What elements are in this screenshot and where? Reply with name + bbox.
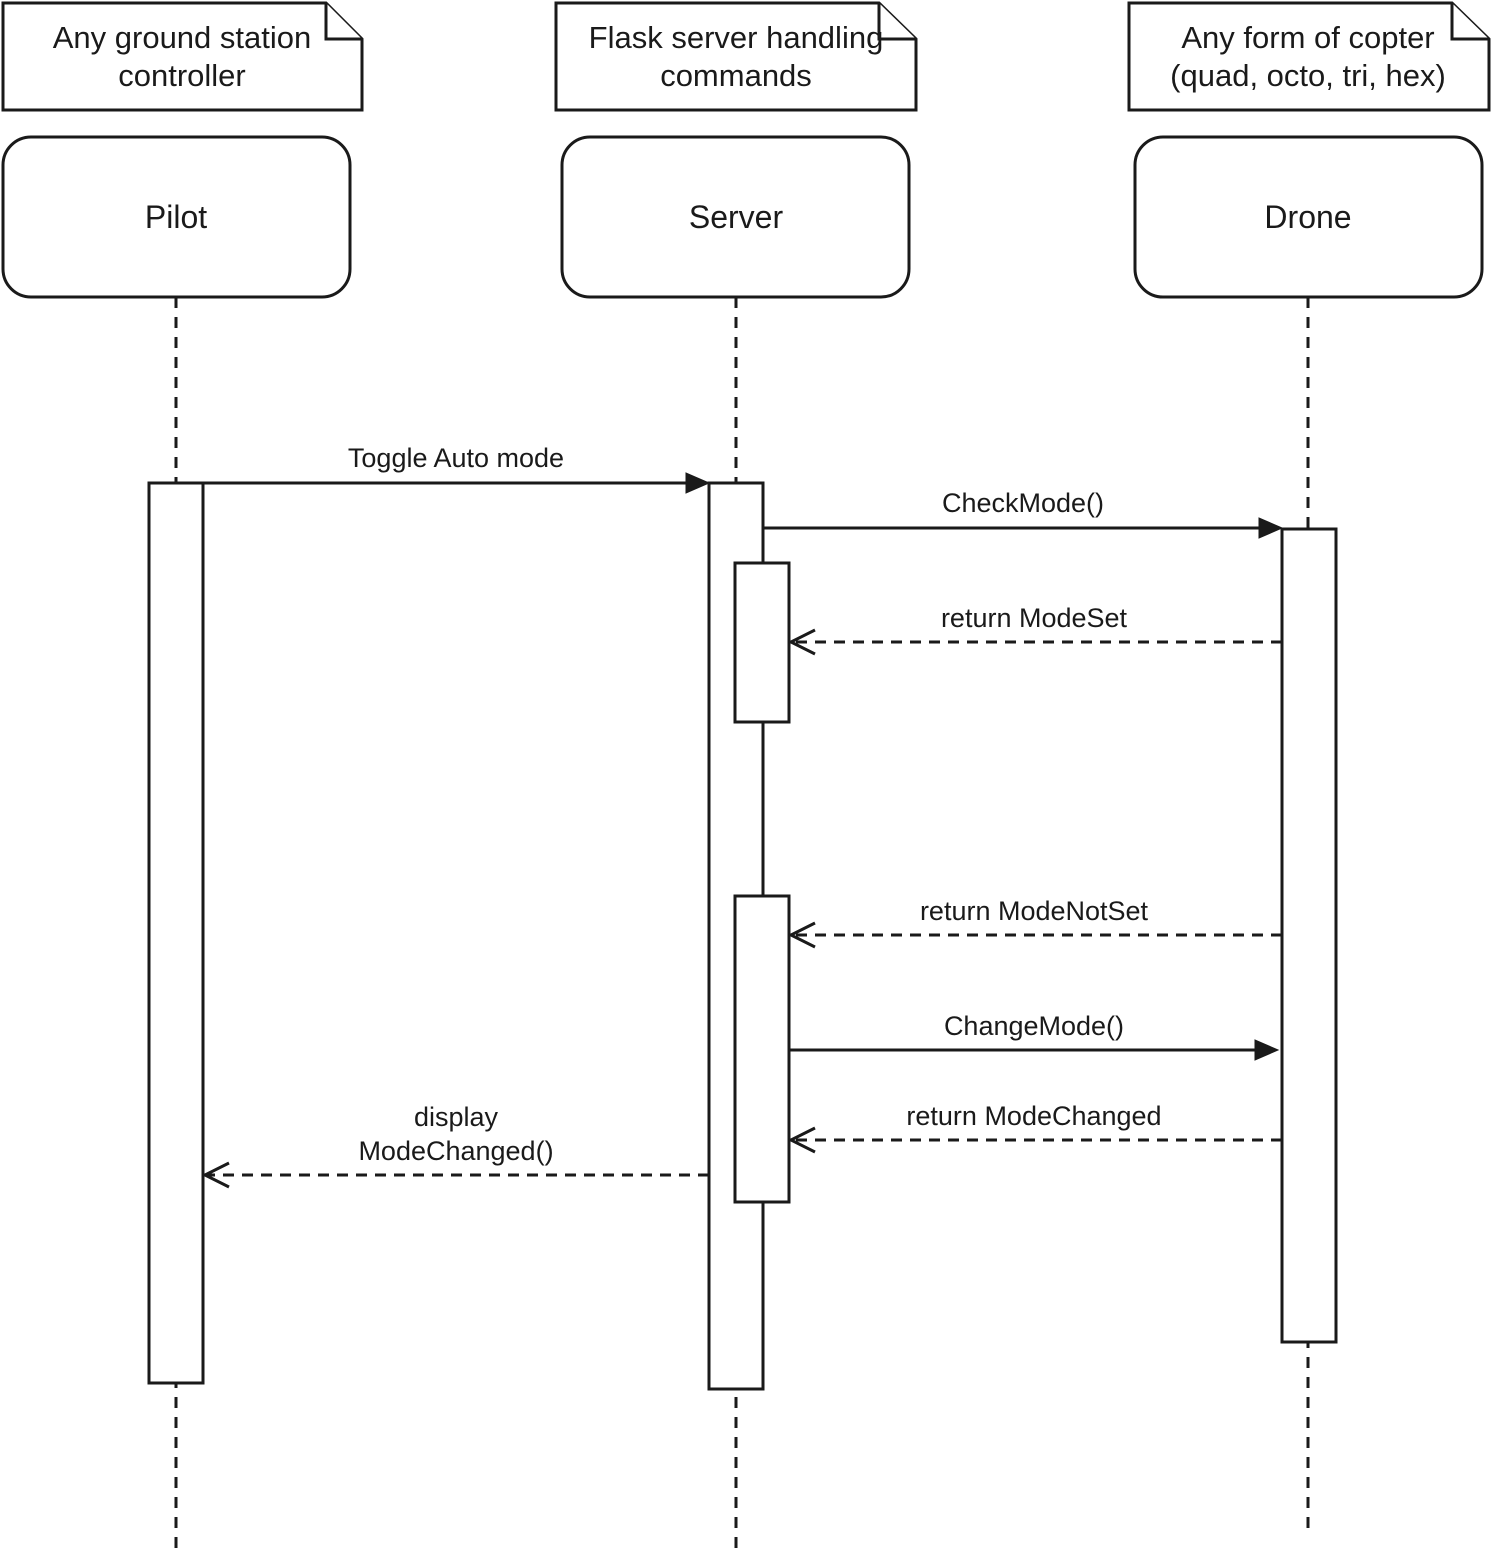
message-checkmode-label: CheckMode() xyxy=(942,488,1104,518)
participant-server: Server xyxy=(560,135,911,299)
arrowhead-open-icon xyxy=(787,1126,816,1154)
arrowhead-filled-icon xyxy=(1258,517,1284,539)
participant-pilot: Pilot xyxy=(1,135,352,299)
arrowhead-open-icon xyxy=(787,921,816,949)
activation-pilot xyxy=(147,481,205,1385)
message-display-modechanged-label-line-1: display xyxy=(414,1102,499,1132)
message-changemode: ChangeMode() xyxy=(789,1011,1280,1061)
activation-server-nested-2 xyxy=(733,894,791,1204)
note-drone-line-2: (quad, octo, tri, hex) xyxy=(1170,58,1446,93)
note-server: Flask server handling commands xyxy=(554,1,918,112)
message-return-modeset-label: return ModeSet xyxy=(941,603,1128,633)
participant-pilot-label: Pilot xyxy=(145,199,207,235)
participant-server-label: Server xyxy=(689,199,784,235)
note-server-line-2: commands xyxy=(660,58,812,93)
message-return-modenotset: return ModeNotSet xyxy=(787,896,1282,949)
message-checkmode: CheckMode() xyxy=(763,488,1284,539)
message-return-modenotset-label: return ModeNotSet xyxy=(920,896,1149,926)
message-return-modechanged: return ModeChanged xyxy=(787,1101,1282,1154)
note-server-line-1: Flask server handling xyxy=(589,20,884,55)
note-pilot-line-2: controller xyxy=(118,58,246,93)
arrowhead-filled-icon xyxy=(1254,1039,1280,1061)
arrowhead-open-icon xyxy=(787,628,816,656)
message-changemode-label: ChangeMode() xyxy=(944,1011,1124,1041)
activation-drone xyxy=(1280,527,1338,1344)
message-return-modechanged-label: return ModeChanged xyxy=(906,1101,1161,1131)
message-display-modechanged: display ModeChanged() xyxy=(201,1102,709,1189)
message-display-modechanged-label-line-2: ModeChanged() xyxy=(358,1136,553,1166)
arrowhead-open-icon xyxy=(201,1161,230,1189)
participant-drone: Drone xyxy=(1133,135,1484,299)
note-pilot-line-1: Any ground station xyxy=(53,20,312,55)
note-pilot: Any ground station controller xyxy=(1,1,364,112)
arrowhead-filled-icon xyxy=(685,472,711,494)
participant-drone-label: Drone xyxy=(1264,199,1351,235)
message-return-modeset: return ModeSet xyxy=(787,603,1282,656)
note-drone: Any form of copter (quad, octo, tri, hex… xyxy=(1127,1,1491,112)
message-toggle-auto-mode: Toggle Auto mode xyxy=(203,443,711,494)
activation-server-nested-1 xyxy=(733,561,791,724)
message-toggle-auto-mode-label: Toggle Auto mode xyxy=(348,443,564,473)
note-drone-line-1: Any form of copter xyxy=(1181,20,1434,55)
